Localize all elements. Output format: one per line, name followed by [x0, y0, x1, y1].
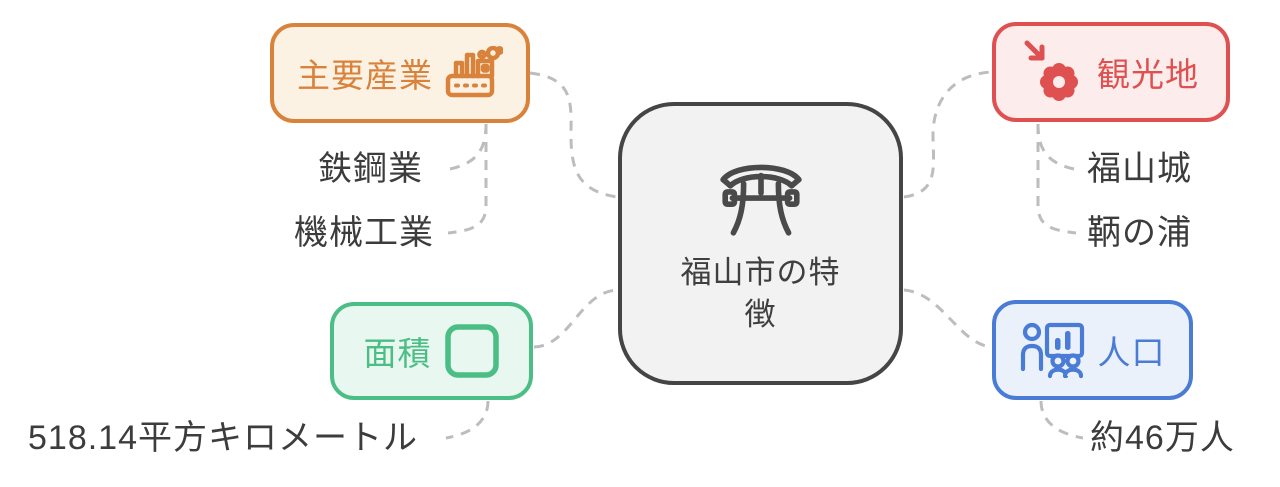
flower-petals: [1040, 63, 1078, 101]
edge-center-industry: [529, 71, 618, 199]
node-main-industries-label: 主要産業: [297, 57, 433, 94]
node-main-industries: 主要産業: [270, 23, 530, 123]
node-area-label: 面積: [363, 335, 432, 372]
arrow-flower-icon: [1024, 40, 1078, 101]
center-title: 福山市の特徴: [680, 254, 841, 332]
label-fukuyama-castle: 福山城: [1087, 150, 1192, 188]
edge-area-sqkm: [445, 400, 490, 440]
square-icon: [444, 324, 499, 378]
label-machinery-industry: 機械工業: [294, 214, 434, 252]
node-population: 人口: [992, 300, 1193, 400]
edge-center-sight: [903, 70, 992, 199]
edge-center-population: [903, 288, 992, 349]
edge-sight-tomo: [1036, 124, 1077, 235]
label-population-value: 約46万人: [1090, 419, 1235, 457]
center-node: 福山市の特徴: [618, 102, 903, 385]
node-population-label: 人口: [1097, 334, 1166, 371]
label-area-value: 518.14平方キロメートル: [28, 419, 418, 457]
node-sightseeing: 観光地: [992, 22, 1230, 122]
label-tomonoura: 鞆の浦: [1087, 214, 1192, 252]
node-area: 面積: [330, 302, 533, 400]
edge-industry-machine: [447, 124, 488, 235]
edge-industry-steel: [449, 123, 488, 171]
node-sightseeing-label: 観光地: [1097, 56, 1199, 93]
edge-population-count: [1039, 400, 1084, 440]
edge-sight-castle: [1036, 123, 1075, 171]
people-chart-icon: [1020, 322, 1084, 379]
edge-center-area: [533, 288, 618, 349]
torii-icon: [719, 164, 802, 236]
label-steel-industry: 鉄鋼業: [318, 150, 423, 188]
factory-icon: [445, 46, 503, 98]
